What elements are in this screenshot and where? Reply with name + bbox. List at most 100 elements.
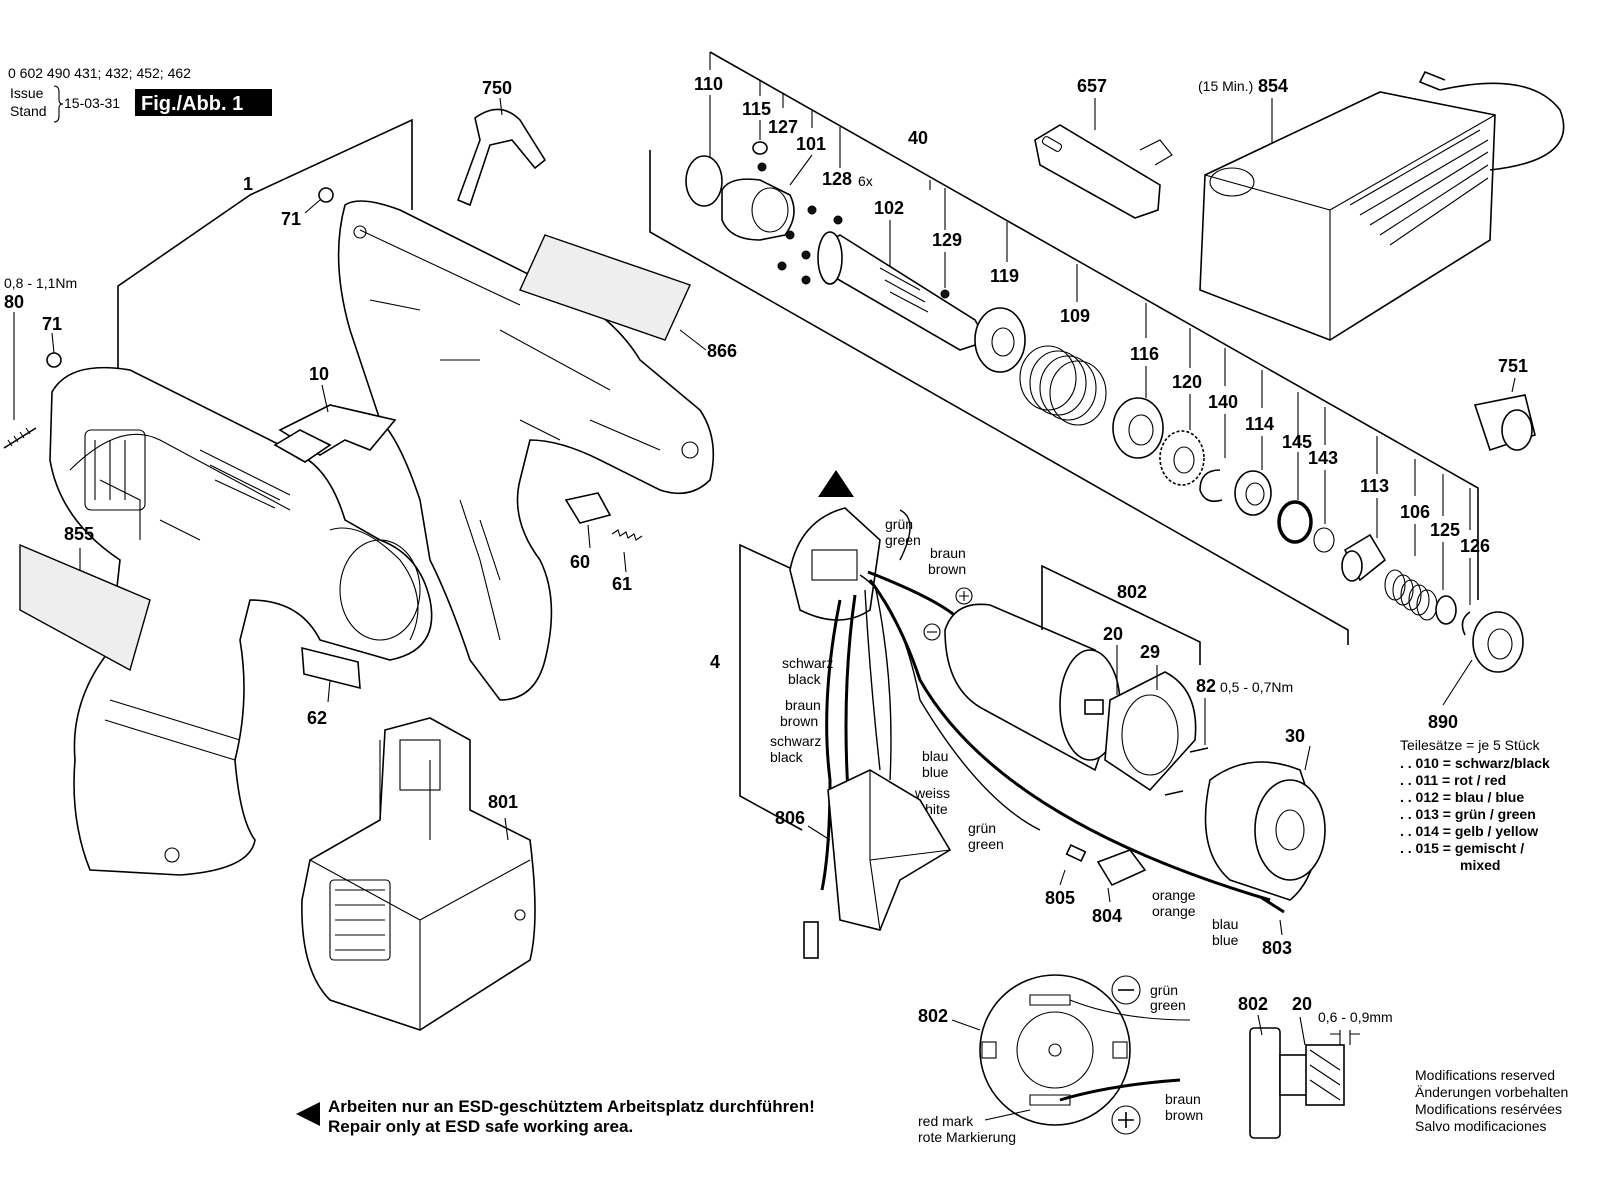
label-120: 120 (1172, 372, 1202, 392)
leader-101 (789, 154, 813, 186)
spindle-101-bore (751, 187, 789, 233)
motor-end-inner (1016, 1011, 1094, 1089)
spring-106 (1384, 569, 1438, 621)
housing-right-detail (359, 229, 661, 451)
modifications-fr: Modifications resérvées (1415, 1101, 1562, 1117)
screw-71-lower (46, 352, 62, 368)
figure-badge (135, 89, 272, 116)
label-803: 803 (1262, 938, 1292, 958)
label-805: 805 (1045, 888, 1075, 908)
screw-82-a (1189, 747, 1209, 753)
ring-143 (1313, 527, 1335, 553)
label-116: 116 (1130, 344, 1159, 364)
label-854: 854 (1258, 76, 1288, 96)
label-143: 143 (1308, 448, 1338, 468)
detail-pinion-gap: 802 20 0,6 - 0,9mm (1238, 994, 1393, 1139)
label-115: 115 (742, 99, 771, 119)
leader-805 (1059, 869, 1066, 886)
switch-806-edges (869, 770, 951, 931)
wire-black2-en: black (770, 749, 804, 765)
plus-terminal-icon (955, 587, 973, 605)
housing-screw-hole (164, 847, 180, 863)
cam-116-hole (1128, 414, 1154, 446)
modifications-es: Salvo modificaciones (1415, 1118, 1547, 1134)
detail-motor-end: 802 grün green braun brown red mark rote… (918, 974, 1203, 1145)
torque-82: 0,5 - 0,7Nm (1220, 679, 1293, 695)
wire-green-top (899, 509, 911, 561)
leader-10 (321, 384, 329, 413)
label-10: 10 (309, 364, 329, 384)
wire-braun-de: braun (930, 545, 966, 561)
washer-119 (974, 307, 1026, 373)
label-126: 126 (1460, 536, 1490, 556)
washer-119-hole (991, 327, 1015, 357)
spindle-101 (721, 178, 795, 241)
gear-housing-30-hub (1275, 809, 1305, 851)
detail-braun-de: braun (1165, 1091, 1201, 1107)
spring-109 (1019, 345, 1107, 426)
cap-890-hole (1487, 628, 1513, 660)
housing-vent-slots (94, 440, 126, 500)
gap-dimension: 0,6 - 0,9mm (1318, 1009, 1393, 1025)
plate-29 (1104, 671, 1197, 792)
label-657: 657 (1077, 76, 1107, 96)
bit-holder-657 (1034, 124, 1161, 219)
spindle-102-thread (879, 267, 929, 313)
charger-854 (1199, 91, 1496, 341)
detail-brown-en: brown (1165, 1107, 1203, 1123)
bearing-114-hole (1245, 482, 1265, 506)
housing-right-half (337, 200, 715, 701)
issue-label: Issue (10, 85, 44, 101)
kit-item-013: . . 013 = grün / green (1400, 806, 1536, 822)
kit-item-011: . . 011 = rot / red (1400, 772, 1506, 788)
part-60 (564, 492, 612, 524)
wire-gruen2-de: grün (968, 820, 996, 836)
label-802a: 802 (1117, 582, 1147, 602)
leader-804 (1107, 887, 1111, 903)
wire-brown-en: brown (928, 561, 966, 577)
leader-803 (1279, 919, 1283, 936)
gap-arrows (1330, 1030, 1360, 1045)
bearing-114 (1234, 470, 1272, 516)
oring-145 (1277, 500, 1313, 544)
gear-120 (1159, 430, 1205, 486)
label-1: 1 (243, 174, 253, 194)
label-114: 114 (1245, 414, 1274, 434)
connector-805 (1065, 844, 1087, 862)
label-30: 30 (1285, 726, 1305, 746)
label-102: 102 (874, 198, 904, 218)
detail-gruen-de: grün (1150, 982, 1178, 998)
leader-890 (1442, 659, 1473, 706)
plus-detail-sign (1118, 1112, 1134, 1128)
kit-item-012: . . 012 = blau / blue (1400, 789, 1524, 805)
wire-blau2-de: blau (1212, 916, 1238, 932)
label-80: 80 (4, 292, 24, 312)
bracket-lower (649, 150, 1349, 645)
label-128: 128 (822, 169, 852, 189)
label-113: 113 (1360, 476, 1389, 496)
sleeve-113-end (1341, 550, 1363, 582)
red-mark-en: red mark (918, 1113, 974, 1129)
kit-item-015: . . 015 = gemischt / (1400, 840, 1524, 856)
wire-main-long (868, 579, 1271, 902)
leader-30 (1304, 745, 1311, 771)
detail-wire-green (1069, 999, 1191, 1021)
kit-item-010: . . 010 = schwarz/black (1400, 755, 1550, 771)
ring-110 (685, 155, 723, 207)
motor-end-slot-right (1112, 1041, 1128, 1059)
circlip-126 (1461, 611, 1471, 636)
kit-title: Teilesätze = je 5 Stück (1400, 737, 1541, 753)
wire-black1-en: black (788, 671, 822, 687)
housing-vent (84, 429, 146, 511)
leader-802b (951, 1019, 981, 1031)
label-866: 866 (707, 341, 737, 361)
leader-71a (304, 199, 321, 214)
wire-blau-de: blau (922, 748, 948, 764)
label-129: 129 (932, 230, 962, 250)
charger-plug (1418, 70, 1446, 91)
esd-arrow-icon (296, 1102, 320, 1126)
label-106: 106 (1400, 502, 1430, 522)
label-119: 119 (990, 266, 1019, 286)
label-855: 855 (64, 524, 94, 544)
issue-brace (53, 85, 64, 123)
